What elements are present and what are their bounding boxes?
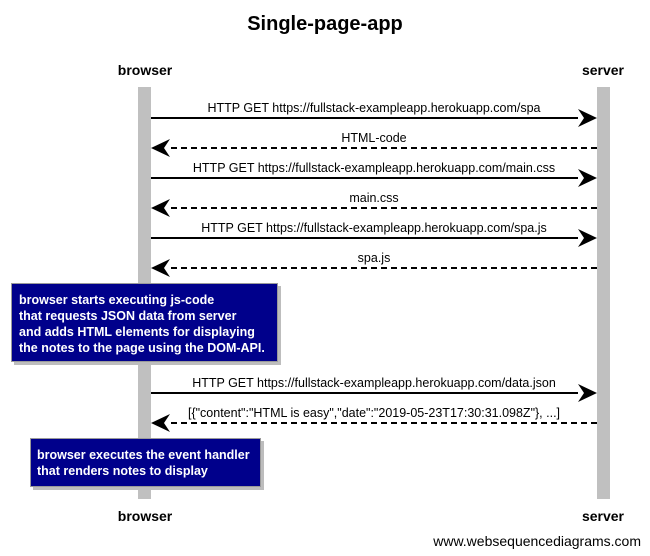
message-4-label: main.css bbox=[349, 191, 398, 205]
message-8-arrowhead bbox=[151, 414, 170, 432]
message-3-label: HTTP GET https://fullstack-exampleapp.he… bbox=[193, 161, 555, 175]
message-8-label: [{"content":"HTML is easy","date":"2019-… bbox=[188, 406, 560, 420]
message-7-label: HTTP GET https://fullstack-exampleapp.he… bbox=[192, 376, 556, 390]
note-line: that requests JSON data from server bbox=[19, 309, 237, 323]
message-4-arrowhead bbox=[151, 199, 170, 217]
diagram-title: Single-page-app bbox=[247, 13, 403, 35]
participant-server-bottom: server bbox=[582, 508, 625, 524]
message-1-arrowhead bbox=[578, 109, 597, 127]
message-2-label: HTML-code bbox=[341, 131, 406, 145]
message-6-label: spa.js bbox=[358, 251, 391, 265]
message-3-arrowhead bbox=[578, 169, 597, 187]
participant-browser-bottom: browser bbox=[118, 508, 173, 524]
lifeline-server bbox=[597, 87, 610, 499]
footer-credit: www.websequencediagrams.com bbox=[432, 533, 641, 549]
note-line: browser starts executing js-code bbox=[19, 293, 215, 307]
message-1-label: HTTP GET https://fullstack-exampleapp.he… bbox=[207, 101, 540, 115]
note-js-execution: browser starts executing js-code that req… bbox=[11, 283, 278, 362]
message-2-arrowhead bbox=[151, 139, 170, 157]
participant-browser-top: browser bbox=[118, 62, 173, 78]
note-line: and adds HTML elements for displaying bbox=[19, 325, 255, 339]
message-6-arrowhead bbox=[151, 259, 170, 277]
note-event-handler: browser executes the event handler that r… bbox=[30, 438, 261, 487]
message-5-label: HTTP GET https://fullstack-exampleapp.he… bbox=[201, 221, 547, 235]
note-line: that renders notes to display bbox=[37, 464, 208, 478]
note-line: browser executes the event handler bbox=[37, 448, 250, 462]
message-5-arrowhead bbox=[578, 229, 597, 247]
message-7-arrowhead bbox=[578, 384, 597, 402]
participant-server-top: server bbox=[582, 62, 625, 78]
note-line: the notes to the page using the DOM-API. bbox=[19, 341, 265, 355]
